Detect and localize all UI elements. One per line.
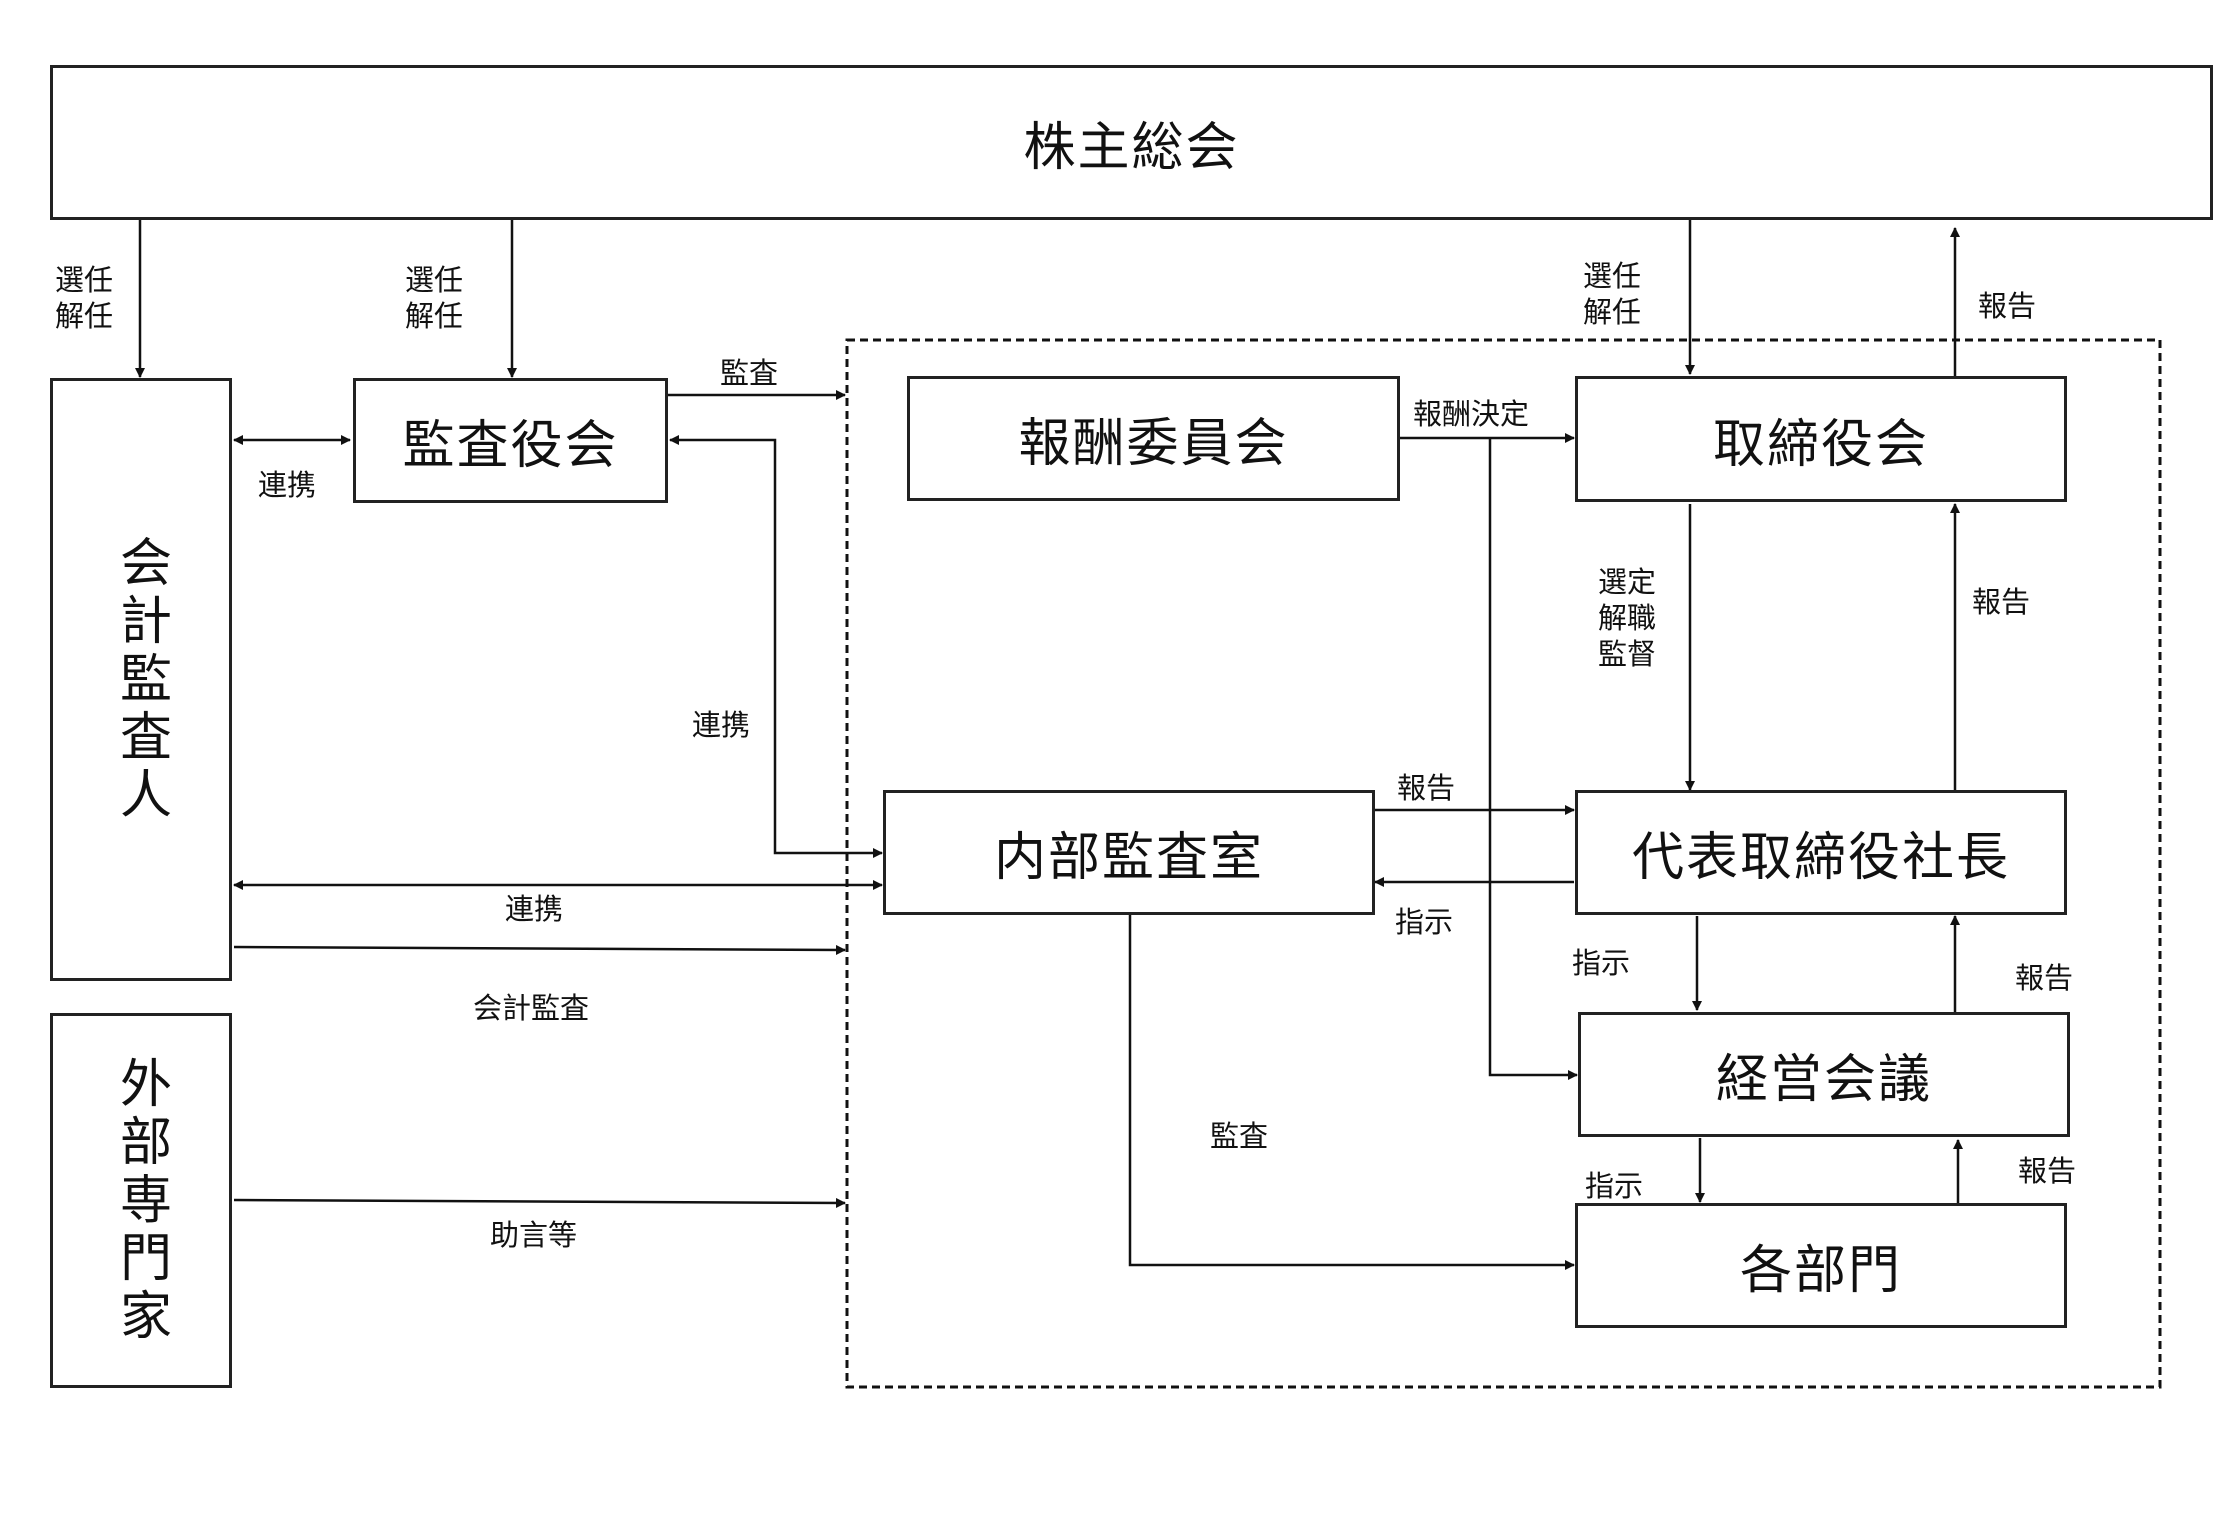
label-cooperation-top: 連携 xyxy=(258,468,317,502)
arrow-advice xyxy=(233,1197,846,1208)
shareholders-meeting-title: 株主総会 xyxy=(1023,118,1240,178)
label-instruction-internal: 指示 xyxy=(1395,905,1454,939)
label-accounting-audit: 会計監査 xyxy=(473,991,590,1025)
label-report-departments: 報告 xyxy=(2018,1154,2077,1188)
arrow-audit-departments xyxy=(1128,915,1575,1270)
management-meeting-title: 経営会議 xyxy=(1715,1050,1932,1110)
arrow-accounting-audit xyxy=(233,944,846,955)
label-appoint-dismiss-accounting: 選任 解任 xyxy=(55,263,114,333)
label-instruction-meeting: 指示 xyxy=(1572,946,1631,980)
external-experts-box: 外部専門家 xyxy=(50,1013,232,1388)
internal-audit-box: 内部監査室 xyxy=(883,790,1375,915)
accounting-auditor-box: 会計監査人 xyxy=(50,378,232,981)
president-title: 代表取締役社長 xyxy=(1631,828,2010,888)
label-report-shareholders: 報告 xyxy=(1978,289,2037,323)
board-of-directors-box: 取締役会 xyxy=(1575,376,2067,502)
label-select-dismiss-supervise: 選定 解職 監督 xyxy=(1598,565,1657,671)
president-box: 代表取締役社長 xyxy=(1575,790,2067,915)
audit-board-title: 監査役会 xyxy=(402,416,619,476)
label-instruction-departments: 指示 xyxy=(1585,1169,1644,1203)
label-appoint-dismiss-board: 選任 解任 xyxy=(1583,259,1642,329)
departments-box: 各部門 xyxy=(1575,1203,2067,1328)
label-cooperation-lower: 連携 xyxy=(505,892,564,926)
label-report-internal: 報告 xyxy=(1397,771,1456,805)
label-report-meeting: 報告 xyxy=(2015,961,2074,995)
label-report-board: 報告 xyxy=(1972,585,2031,619)
departments-title: 各部門 xyxy=(1739,1241,1902,1301)
arrow-compensation-meeting xyxy=(1488,438,1578,1080)
audit-board-box: 監査役会 xyxy=(353,378,668,503)
shareholders-meeting-box: 株主総会 xyxy=(50,65,2213,220)
executive-frame xyxy=(845,338,2162,1389)
management-meeting-box: 経営会議 xyxy=(1578,1012,2070,1137)
internal-audit-title: 内部監査室 xyxy=(993,828,1264,888)
board-of-directors-title: 取締役会 xyxy=(1712,414,1929,475)
label-appoint-dismiss-audit-board: 選任 解任 xyxy=(405,263,464,333)
external-experts-title: 外部専門家 xyxy=(110,1055,171,1346)
arrow-cooperation-middle xyxy=(669,435,883,858)
label-advice: 助言等 xyxy=(490,1218,578,1252)
label-cooperation-middle: 連携 xyxy=(692,708,751,742)
label-audit-top: 監査 xyxy=(720,356,779,390)
accounting-auditor-title: 会計監査人 xyxy=(110,534,171,825)
label-compensation-decision: 報酬決定 xyxy=(1413,397,1530,431)
label-audit-departments: 監査 xyxy=(1210,1119,1269,1153)
compensation-committee-box: 報酬委員会 xyxy=(907,376,1400,501)
compensation-committee-title: 報酬委員会 xyxy=(1018,414,1289,474)
